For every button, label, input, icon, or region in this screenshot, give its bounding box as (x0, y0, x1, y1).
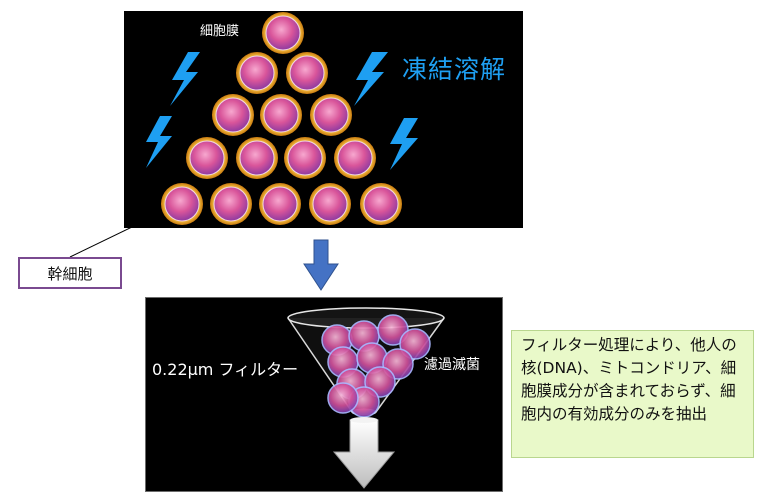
cell-icon (259, 183, 301, 225)
cell-icon (260, 94, 302, 136)
cell-icon (186, 137, 228, 179)
cell-icon (284, 137, 326, 179)
cell-icon (360, 183, 402, 225)
sterilization-label: 濾過滅菌 (424, 357, 480, 373)
filter-cell-icon (327, 382, 359, 414)
cell-icon (212, 94, 254, 136)
cell-icon (210, 183, 252, 225)
arrow-top (350, 417, 378, 423)
stem-cell-label: 幹細胞 (18, 257, 122, 289)
lightning-bolt-icon (146, 116, 172, 168)
membrane-label: 細胞膜 (200, 24, 240, 39)
cell-icon (236, 52, 278, 94)
cell-pyramid (161, 12, 402, 225)
cell-icon (334, 137, 376, 179)
filter-label: 0.22μm フィルター (152, 360, 299, 379)
note-text: フィルター処理により、他人の核(DNA)、ミトコンドリア、細胞膜成分が含まれてお… (521, 336, 737, 423)
cell-icon (309, 183, 351, 225)
lightning-bolt-icon (390, 118, 418, 170)
white-down-arrow-icon (332, 419, 396, 489)
cell-icon (310, 94, 352, 136)
filtered-cells (321, 314, 431, 418)
callout-line (69, 225, 135, 258)
cell-icon (262, 12, 304, 54)
filter-panel (145, 297, 503, 492)
cell-icon (286, 52, 328, 94)
cell-icon (161, 183, 203, 225)
lightning-bolt-icon (170, 52, 200, 106)
freeze-thaw-label: 凍結溶解 (402, 55, 507, 84)
cell-icon (236, 137, 278, 179)
down-arrow-icon (303, 239, 339, 291)
note-box: フィルター処理により、他人の核(DNA)、ミトコンドリア、細胞膜成分が含まれてお… (511, 330, 754, 458)
lightning-bolt-icon (354, 52, 388, 106)
